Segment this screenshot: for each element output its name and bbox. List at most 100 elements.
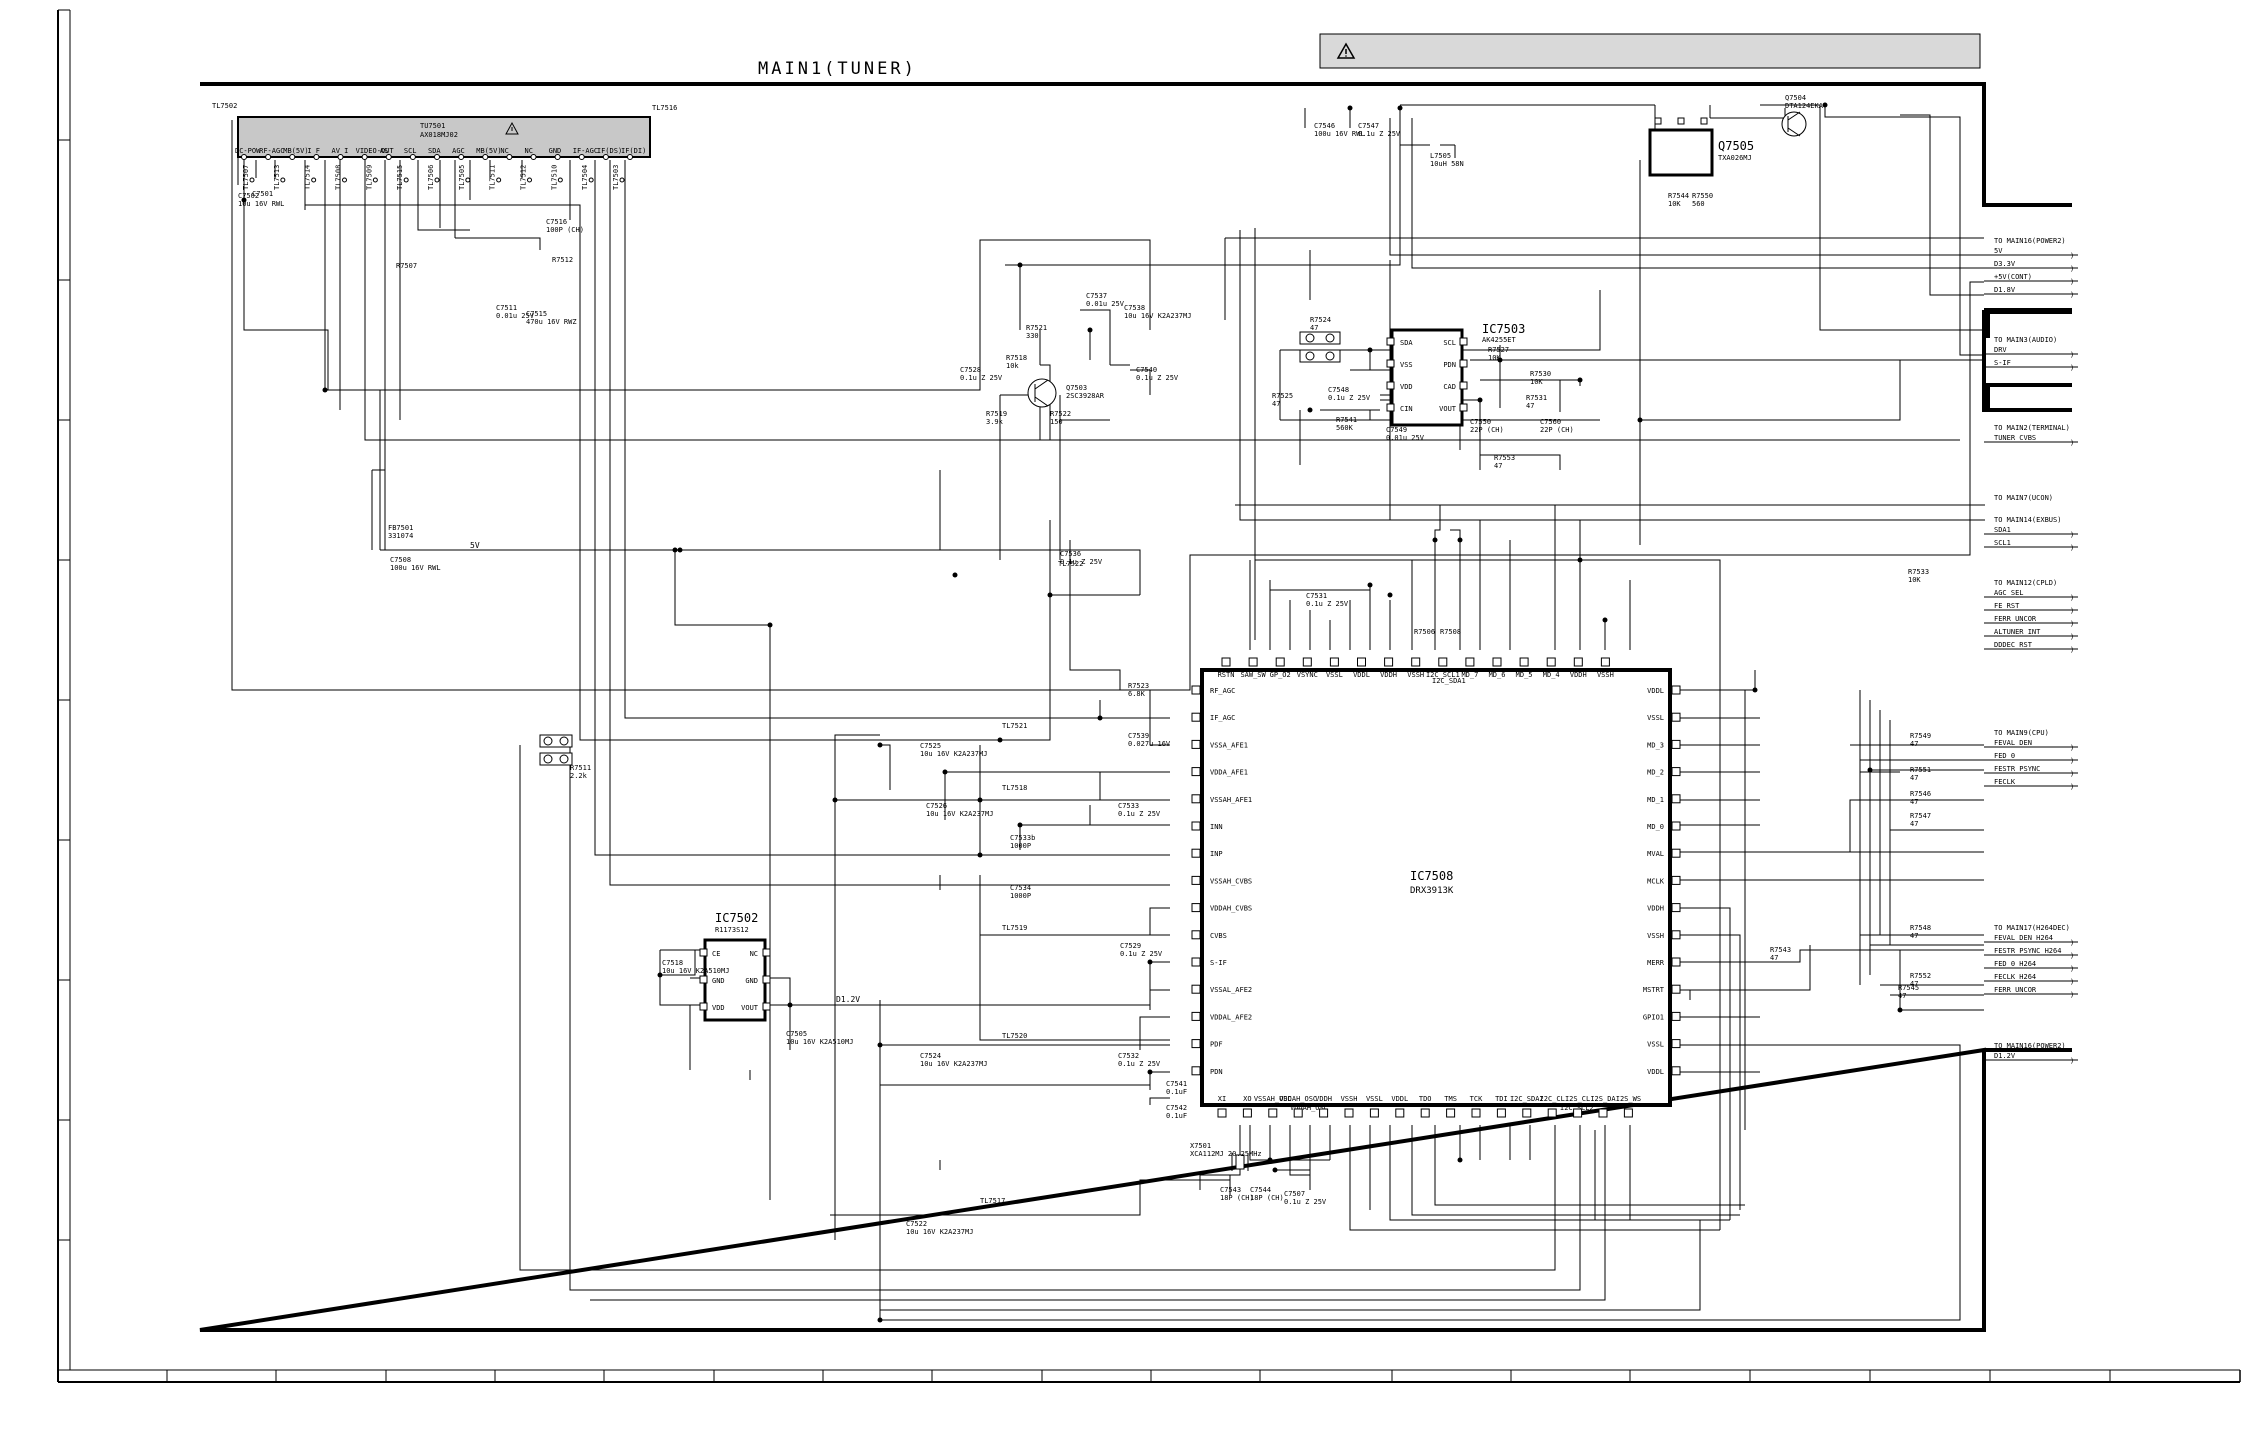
ic-pin [1302, 657, 1312, 667]
part-value: 1000P [1010, 842, 1031, 850]
connector-title: TO MAIN7(UCON) [1994, 494, 2053, 502]
ic-pin-label: MD_7 [1461, 671, 1478, 679]
ic-pin [1671, 848, 1681, 858]
ic-pin-label: MD_2 [1647, 769, 1664, 777]
part-value: 47 [1526, 402, 1534, 410]
connector-signal: SCL1 [1994, 539, 2011, 547]
tp-label: TL7514 [304, 165, 312, 190]
part-value: 0.1u Z 25V [1358, 130, 1401, 138]
ic-pin-label: CIN [1400, 405, 1413, 413]
tp-label: TL7520 [1002, 1032, 1027, 1040]
connector-terminal: ) [2070, 744, 2074, 752]
part-label: L7505 [1430, 152, 1451, 160]
tuner-pin [627, 154, 633, 160]
ic-pin-label: TCK [1470, 1095, 1483, 1103]
ic-pin [1191, 794, 1201, 804]
test-point [311, 177, 317, 183]
part-value: 6.8K [1128, 690, 1146, 698]
tuner-pin [289, 154, 296, 160]
part-label: C7524 [920, 1052, 941, 1060]
ic-pin-label: VSSAH_OSC [1254, 1095, 1292, 1103]
ic-pin-label: VDDL [1391, 1095, 1408, 1103]
test-point [403, 177, 409, 183]
ic-pin-label: VDDH [1315, 1095, 1332, 1103]
ic-pin [1275, 657, 1285, 667]
ic-pin-label: VDD [712, 1004, 725, 1012]
filter-pair-left [539, 734, 573, 766]
ic7508-right-pins: VDDLVSSLMD_3MD_2MD_1MD_0MVALMCLKVDDHVSSH… [1643, 685, 1681, 1076]
tp-label: TL7504 [581, 165, 589, 190]
part-label: R7546 [1910, 790, 1931, 798]
part-value: 0.1u Z 25V [1120, 950, 1163, 958]
connector-title: TO MAIN2(TERMINAL) [1994, 424, 2070, 432]
part-value: XCA112MJ 20.25MHz [1190, 1150, 1262, 1158]
ic7503-part: AK4255ET [1482, 336, 1517, 344]
ic-pin [1671, 875, 1681, 885]
connector-signal: DDDEC_RST [1994, 641, 2033, 649]
ic-pin-label: I2S_DA [1590, 1095, 1616, 1103]
ic-pin [1671, 930, 1681, 940]
ic-pin-label: I2C_CL [1540, 1095, 1565, 1103]
part-label: X7501 [1190, 1142, 1211, 1150]
ic-pin-label: VDDAL_AFE2 [1210, 1013, 1252, 1021]
part-label: C7518 [662, 959, 683, 967]
connector-signal: S-IF [1994, 359, 2011, 367]
q7504: Q7504 DTA124EKA [1781, 94, 1824, 137]
connector-terminal: ) [2070, 770, 2074, 778]
tuner-pin-label: MB(5V) [283, 147, 308, 155]
tuner-pin [578, 154, 585, 160]
ic7508-part: DRX3913K [1410, 886, 1454, 896]
ic-pin-label: I2C_SCL1 [1426, 671, 1460, 679]
ic-pin-label: VSSH [1647, 932, 1664, 940]
part-label: C7539 [1128, 732, 1149, 740]
ic-pin [1191, 685, 1201, 695]
ic-pin [1671, 712, 1681, 722]
sheet-frame [57, 9, 2241, 1383]
tuner-pin [602, 154, 609, 160]
part-value: 10K [1668, 200, 1681, 208]
ic-pin-label: I2C_SDA2 [1510, 1095, 1544, 1103]
tp-label: TL7505 [458, 165, 466, 190]
part-value: 0.1u Z 25V [1118, 1060, 1161, 1068]
ic-pin-label: I2S_CL [1565, 1095, 1590, 1103]
part-label: R7549 [1910, 732, 1931, 740]
ic-pin [1191, 1011, 1201, 1021]
ic-pin-label: VDDL [1647, 1068, 1664, 1076]
tp-label: TL7510 [550, 165, 558, 190]
ic-pin [1386, 337, 1395, 346]
connector-signal: FESTR_PSYNC [1994, 765, 2040, 773]
connector-signal: FECLK_H264 [1994, 973, 2036, 981]
ic-pin-label: IF_AGC [1210, 714, 1235, 722]
tp-label: TL7507 [242, 165, 250, 190]
part-label: C7529 [1120, 942, 1141, 950]
part-value: 10K [1488, 354, 1501, 362]
ic-pin-label: GPIO1 [1643, 1013, 1664, 1021]
connector-terminal: ) [2070, 351, 2074, 359]
tuner-pin [385, 154, 392, 160]
ic-pin-label: MD_6 [1489, 671, 1506, 679]
connector-title: TO MAIN17(H264DEC) [1994, 924, 2070, 932]
part-value: 0.01u 25V [496, 312, 535, 320]
tp-label: TL7512 [520, 165, 528, 190]
part-value: 0.1u Z 25V [1136, 374, 1179, 382]
tuner-pin [506, 154, 513, 160]
part-value: 470u 16V RWZ [526, 318, 577, 326]
ic-pin [1671, 1066, 1681, 1076]
connector-signal: FE_RST [1994, 602, 2020, 610]
part-label: R7550 [1692, 192, 1713, 200]
part-value: 47 [1910, 820, 1918, 828]
ic-pin-label: MVAL [1647, 850, 1664, 858]
part-label: C7538 [1124, 304, 1145, 312]
ic7502-ref: IC7502 [715, 911, 758, 925]
part-label: R7525 [1272, 392, 1293, 400]
part-label: R7548 [1910, 924, 1931, 932]
part-value: 10u 16V K2A237MJ [920, 1060, 987, 1068]
part-label: C7533b [1010, 834, 1035, 842]
ic-pin-label: RSTN [1218, 671, 1235, 679]
q7504-ref: Q7504 [1785, 94, 1806, 102]
ic-pin [1671, 767, 1681, 777]
ic-pin-label: I2S_WS [1616, 1095, 1641, 1103]
tuner-pin-label: NC [525, 147, 533, 155]
ic-pin-label: CE [712, 950, 720, 958]
